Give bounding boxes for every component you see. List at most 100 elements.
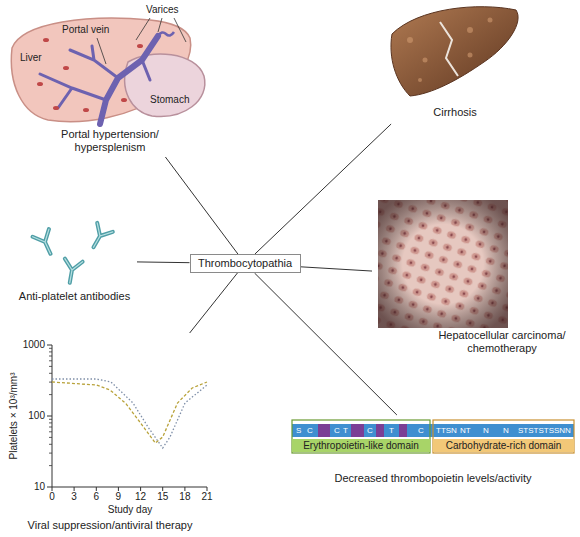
- box-label: Carbohydrate-rich domain: [446, 439, 562, 452]
- axis-tick-label: 15: [157, 491, 168, 503]
- caption: Viral suppression/antiviral therapy: [5, 519, 215, 532]
- axis-tick-label: 100: [28, 410, 45, 422]
- axis-tick-label: 9: [116, 491, 122, 503]
- connector-line: [255, 273, 397, 415]
- cirrhotic-liver-shape: [391, 7, 518, 96]
- lesion-dot: [121, 98, 127, 102]
- residue-letter: STSTSTSSNN: [518, 426, 571, 435]
- nodule-texture: [407, 18, 493, 83]
- caption: Anti-platelet antibodies: [12, 290, 137, 303]
- domain-box: Carbohydrate-rich domain: [433, 439, 574, 452]
- caption: Decreased thrombopoietin levels/activity: [290, 472, 576, 485]
- axis-tick-label: 1000: [23, 339, 45, 351]
- thrombopoietin-structure: [292, 420, 574, 453]
- antibody-highlight: [33, 229, 59, 257]
- illustration-panel: Decreased thrombopoietin levels/activity…: [290, 415, 576, 487]
- connector-line: [137, 261, 190, 263]
- part-label: Varices: [146, 4, 179, 16]
- residue-block: [399, 424, 407, 437]
- lesion-dot: [137, 44, 143, 48]
- leader-line: [97, 18, 186, 64]
- part-label: Stomach: [150, 94, 189, 106]
- lesion-dot: [63, 66, 69, 70]
- y-major-ticks: [47, 345, 52, 487]
- platelet-curve: [52, 379, 207, 448]
- cirrhotic-liver: [391, 7, 518, 96]
- axis-tick-label: 21: [201, 491, 212, 503]
- chart-axes: [52, 345, 207, 487]
- nodule: [467, 27, 473, 33]
- residue-letter: C: [418, 426, 424, 435]
- residue-block: [376, 424, 384, 437]
- caption: Cirrhosis: [385, 106, 525, 119]
- residue-block: [351, 424, 364, 437]
- nodule: [468, 53, 473, 58]
- box-label: Thrombocytopathia: [198, 257, 292, 270]
- residue-letter: C: [334, 426, 340, 435]
- residue-letter: T: [343, 426, 348, 435]
- residue-letter: C: [307, 426, 313, 435]
- antibody-shape: [86, 223, 113, 252]
- microscope-vignette: [378, 200, 508, 328]
- vein-branch: [40, 46, 150, 108]
- tissue-cells: [378, 200, 508, 328]
- domain-box: Erythropoietin-like domain: [292, 439, 430, 452]
- antibody-icon: [86, 223, 113, 252]
- varices: [158, 32, 174, 36]
- axis-title: Study day: [108, 504, 152, 516]
- connector-line: [165, 157, 237, 254]
- nodule: [423, 58, 428, 63]
- residue-letter: S: [296, 426, 301, 435]
- axis-tick-label: 18: [179, 491, 190, 503]
- x-ticks: [52, 487, 207, 491]
- axis-tick-label: 12: [135, 491, 146, 503]
- connector-line: [301, 267, 373, 271]
- lesion-dot: [83, 108, 89, 112]
- illustration-panel: Hepatocellular carcinoma/ chemotherapy: [372, 198, 572, 356]
- part-label: Liver: [20, 52, 42, 64]
- residue-letter: NT: [460, 426, 471, 435]
- lesion-dot: [53, 106, 59, 110]
- lesion-dot: [37, 82, 43, 86]
- chart-panel: Viral suppression/antiviral therapy: [5, 333, 215, 533]
- residue-letter: TTSN: [436, 426, 457, 435]
- axis-tick-label: 3: [71, 491, 77, 503]
- residue-letter: C: [367, 426, 373, 435]
- connector-line: [255, 124, 391, 254]
- residue-letter: N: [483, 426, 489, 435]
- caption: Hepatocellular carcinoma/ chemotherapy: [434, 329, 570, 355]
- illustration-panel: Cirrhosis: [385, 2, 525, 124]
- residue-letter: T: [389, 426, 394, 435]
- domain-outline: [292, 420, 430, 453]
- antibody-icon: [61, 259, 83, 285]
- platelet-curve: [52, 382, 207, 443]
- part-label: Portal vein: [62, 24, 109, 36]
- nodule: [407, 37, 413, 43]
- antibody-icon: [33, 229, 59, 257]
- lesion-dots: [37, 38, 143, 112]
- lesion-dot: [43, 38, 49, 42]
- residue-block: [318, 424, 330, 437]
- histology-image: [378, 200, 508, 328]
- antibody-highlight: [61, 259, 83, 285]
- domain-outline: [433, 420, 574, 453]
- connector-line: [190, 273, 238, 333]
- axis-tick-label: 10: [34, 481, 45, 493]
- residue-letter: N: [503, 426, 509, 435]
- axis-tick-label: 0: [49, 491, 55, 503]
- antibody-shape: [33, 229, 59, 257]
- illustration-panel: Anti-platelet antibodies: [12, 215, 137, 307]
- platelet-chart: [47, 345, 207, 491]
- y-minor-ticks: [49, 348, 52, 465]
- antibody-icons: [33, 223, 113, 285]
- nodule: [488, 18, 493, 23]
- antibody-shape: [61, 259, 83, 285]
- antibody-highlight: [86, 223, 113, 252]
- axis-title: Platelets × 10³/mm³: [8, 373, 20, 460]
- liver-illustration: [11, 18, 205, 124]
- caption: Portal hypertension/ hypersplenism: [50, 128, 170, 154]
- axis-tick-label: 6: [94, 491, 100, 503]
- box-label: Erythropoietin-like domain: [303, 439, 419, 452]
